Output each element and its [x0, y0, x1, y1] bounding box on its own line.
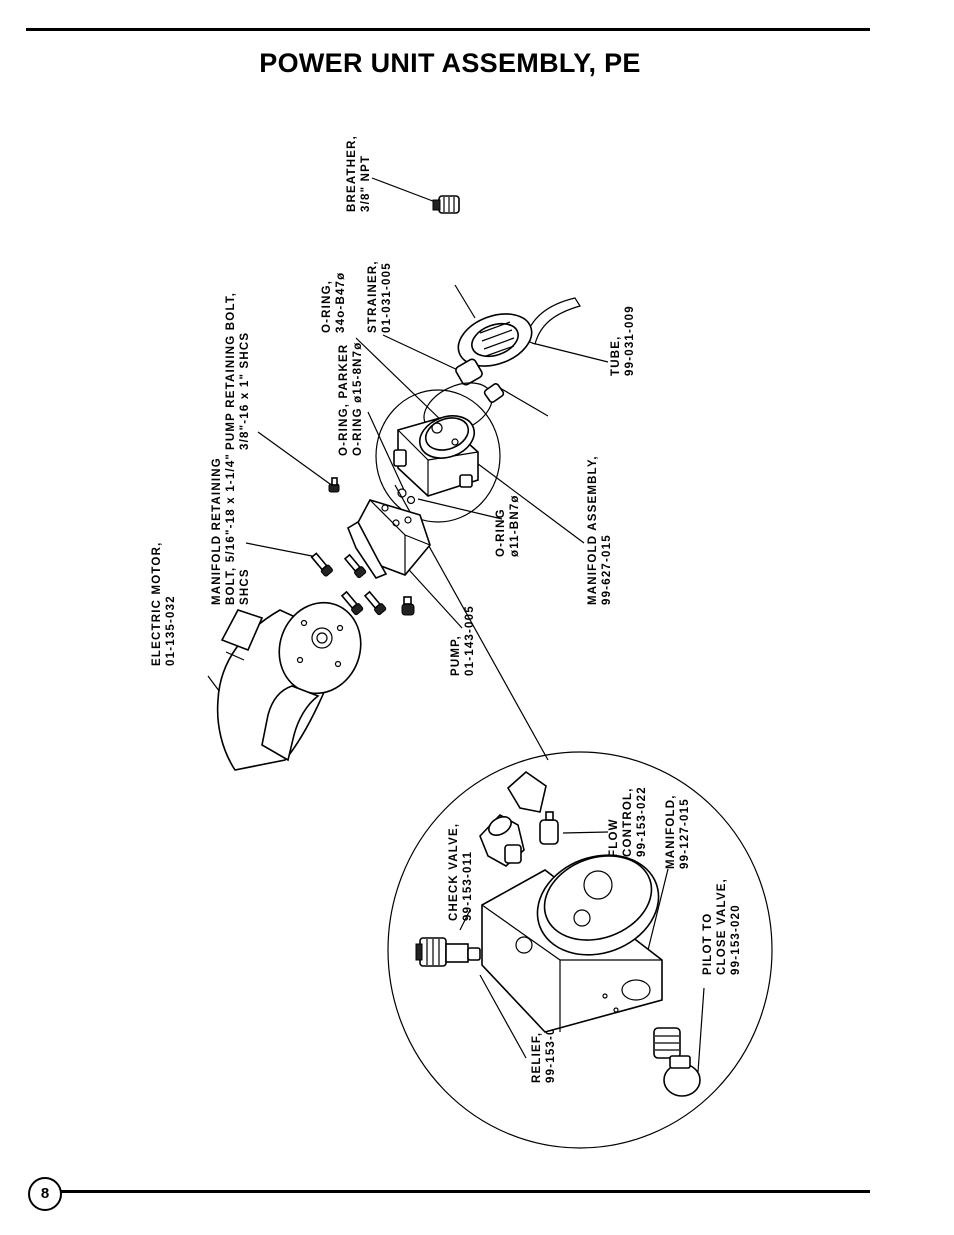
svg-text:PUMP RETAINING BOLT,3/8"-16 x: PUMP RETAINING BOLT,3/8"-16 x 1" SHCS — [225, 292, 251, 450]
strainer-and-tube — [455, 297, 581, 386]
pump-retaining-bolt-part — [328, 477, 340, 493]
breather-cap — [432, 195, 460, 214]
label-pump-retaining-bolt: PUMP RETAINING BOLT,3/8"-16 x 1" SHCS — [225, 292, 251, 450]
label-pump: PUMP,01-143-005 — [450, 605, 476, 676]
relief-part — [415, 937, 481, 967]
pump-part — [347, 499, 431, 579]
label-tube: TUBE,99-031-009 — [610, 305, 636, 376]
svg-text:TUBE,99-031-009: TUBE,99-031-009 — [610, 305, 636, 376]
oring-11-part — [406, 495, 416, 505]
pilot-to-close-valve-part — [653, 1027, 701, 1097]
label-electric-motor: ELECTRIC MOTOR,01-135-032 — [151, 542, 177, 666]
svg-text:O-RING,34o-B47ø: O-RING,34o-B47ø — [321, 272, 347, 333]
leader-lines — [207, 177, 705, 1073]
flow-control-part — [506, 770, 559, 845]
check-valve-part — [479, 814, 525, 867]
svg-text:BREATHER,3/8" NPT: BREATHER,3/8" NPT — [346, 135, 372, 212]
manifold-retaining-bolts — [310, 552, 415, 616]
page-number: 8 — [28, 1177, 62, 1211]
label-breather: BREATHER,3/8" NPT — [346, 135, 372, 212]
manifold-assembly-part — [393, 415, 479, 497]
electric-motor-part — [216, 601, 362, 771]
label-strainer: STRAINER,01-031-005 — [367, 260, 393, 333]
oring-parker-part — [397, 488, 407, 498]
label-manifold-assembly: MANIFOLD ASSEMBLY,99-627-015 — [587, 455, 613, 605]
lower-detail-circle — [387, 751, 773, 1149]
svg-text:MANIFOLD,99-127-015: MANIFOLD,99-127-015 — [665, 794, 691, 869]
upper-detail-circle — [375, 389, 501, 523]
fitting-small — [483, 383, 505, 403]
bottom-rule — [46, 1190, 870, 1193]
manifold-part — [481, 854, 663, 1033]
page-title: POWER UNIT ASSEMBLY, PE — [259, 48, 641, 78]
svg-text:MANIFOLD ASSEMBLY,99-627-015: MANIFOLD ASSEMBLY,99-627-015 — [587, 455, 613, 605]
label-manifold: MANIFOLD,99-127-015 — [665, 794, 691, 869]
label-oring-34: O-RING,34o-B47ø — [321, 272, 347, 333]
svg-text:ELECTRIC MOTOR,01-135-032: ELECTRIC MOTOR,01-135-032 — [151, 542, 177, 666]
top-rule — [26, 28, 870, 31]
svg-text:STRAINER,01-031-005: STRAINER,01-031-005 — [367, 260, 393, 333]
svg-text:PUMP,01-143-005: PUMP,01-143-005 — [450, 605, 476, 676]
svg-text:CHECK VALVE,99-153-011: CHECK VALVE,99-153-011 — [448, 823, 474, 921]
label-check-valve: CHECK VALVE,99-153-011 — [448, 823, 474, 921]
